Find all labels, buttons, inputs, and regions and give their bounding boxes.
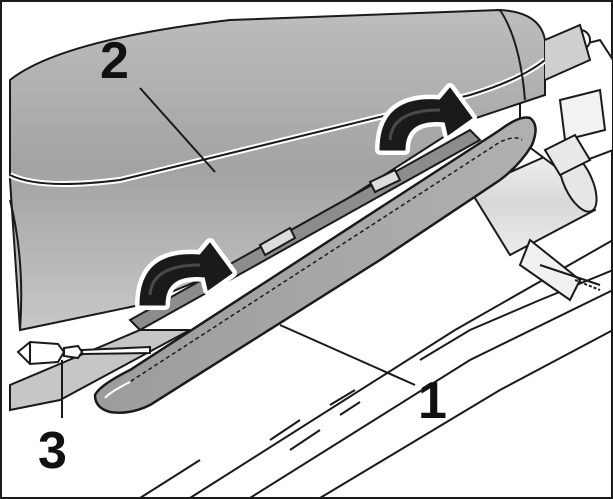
- leader-lines: [61, 87, 416, 418]
- leader-line-2: [139, 87, 216, 173]
- leader-line-1: [279, 324, 416, 386]
- fuel-tank-part-2: [8, 8, 592, 332]
- rotation-arrow-upper-icon: [375, 83, 477, 155]
- side-cover-part-1: [93, 116, 537, 414]
- callout-2-label: 2: [100, 32, 129, 90]
- callout-3-label: 3: [38, 422, 67, 480]
- rotation-arrow-lower-icon: [135, 238, 237, 310]
- callout-1-label: 1: [418, 372, 447, 430]
- screwdriver-icon: [16, 340, 151, 366]
